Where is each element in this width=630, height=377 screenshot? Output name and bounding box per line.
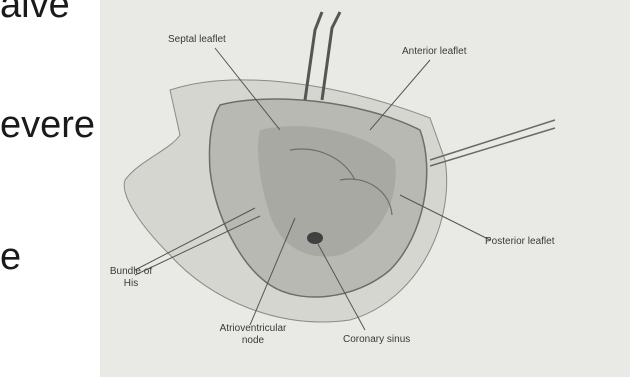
label-anterior-leaflet: Anterior leaflet [402, 46, 466, 58]
tricuspid-valve-illustration [100, 0, 630, 377]
label-septal-leaflet: Septal leaflet [168, 34, 226, 46]
label-posterior-leaflet: Posterior leaflet [485, 236, 554, 248]
slide-text-fragment-2: evere [0, 106, 95, 144]
coronary-sinus-opening [307, 232, 323, 244]
label-bundle-of-his-line1: Bundle of [100, 266, 162, 278]
label-bundle-of-his: Bundle of His [100, 266, 162, 290]
slide-text-fragment-1: alve [0, 0, 70, 24]
label-av-node-line2: node [208, 335, 298, 347]
instrument-line-1 [430, 120, 555, 160]
label-bundle-of-his-line2: His [100, 278, 162, 290]
label-coronary-sinus: Coronary sinus [343, 334, 410, 346]
heart-anatomy-figure: Septal leaflet Anterior leaflet Posterio… [100, 0, 630, 377]
label-av-node-line1: Atrioventricular [208, 323, 298, 335]
label-av-node: Atrioventricular node [208, 323, 298, 347]
slide-text-fragment-3: e [0, 238, 21, 276]
instrument-line-2 [430, 128, 555, 166]
